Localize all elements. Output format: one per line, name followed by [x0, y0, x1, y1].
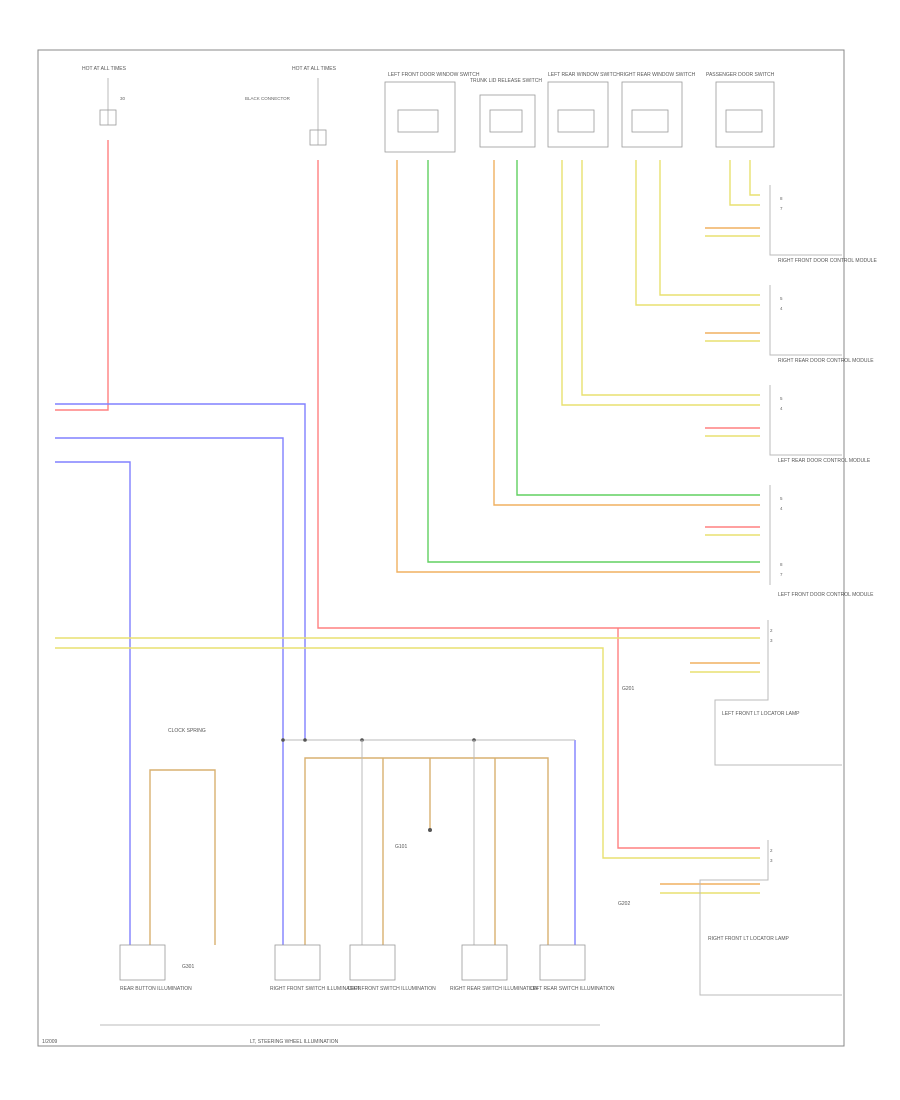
svg-text:8: 8 — [780, 562, 783, 567]
trunk-lid-release-switch: TRUNK LID RELEASE SWITCH — [470, 78, 542, 148]
wire-green-lf — [427, 160, 760, 563]
wire-tan-rear — [149, 769, 216, 945]
fuse-block-right-label: HOT AT ALL TIMES — [292, 66, 337, 72]
right-rear-door-module-label: RIGHT REAR DOOR CONTROL MODULE — [778, 358, 874, 364]
left-rear-switch-label: LEFT REAR WINDOW SWITCH — [548, 72, 620, 78]
left-front-door-switch-label: LEFT FRONT DOOR WINDOW SWITCH — [388, 72, 480, 78]
left-rear-switch-illum-label: LEFT REAR SWITCH ILLUMINATION — [530, 986, 615, 992]
svg-text:3: 3 — [770, 858, 773, 863]
fuse-block-left-label: HOT AT ALL TIMES — [82, 66, 127, 72]
svg-text:8: 8 — [780, 196, 783, 201]
right-front-door-module-label: RIGHT FRONT DOOR CONTROL MODULE — [778, 258, 877, 264]
svg-text:5: 5 — [780, 296, 783, 301]
wire-tan-bus — [304, 757, 549, 945]
wire-yellow-pass-2 — [749, 160, 760, 196]
wire-yellow-rr-1 — [635, 160, 760, 306]
wire-orange-lf — [396, 160, 760, 573]
trunk-lid-release-switch-label: TRUNK LID RELEASE SWITCH — [470, 78, 542, 84]
svg-text:2: 2 — [770, 628, 773, 633]
svg-text:4: 4 — [780, 306, 783, 311]
left-front-door-module-label: LEFT FRONT DOOR CONTROL MODULE — [778, 592, 874, 598]
ground-label-4: G301 — [182, 964, 194, 970]
right-rear-switch-label: RIGHT REAR WINDOW SWITCH — [620, 72, 696, 78]
wire-red-main — [317, 160, 760, 629]
splice-label: CLOCK SPRING — [168, 728, 206, 734]
wire-yellow-lr-2 — [581, 160, 760, 396]
passenger-door-switch-label: PASSENGER DOOR SWITCH — [706, 72, 775, 78]
svg-text:5: 5 — [780, 496, 783, 501]
wire-blue-1 — [55, 403, 306, 740]
svg-text:4: 4 — [780, 406, 783, 411]
svg-text:BLACK CONNECTOR: BLACK CONNECTOR — [245, 96, 291, 101]
left-front-switch-label: LEFT FRONT SWITCH ILLUMINATION — [348, 986, 436, 992]
page-code: 1/2009 — [42, 1039, 58, 1045]
bottom-caption: LT, STEERING WHEEL ILLUMINATION — [250, 1039, 339, 1045]
module-stubs — [660, 227, 760, 894]
left-front-door-switch: LEFT FRONT DOOR WINDOW SWITCH — [384, 72, 480, 153]
wire-blue-2 — [55, 437, 284, 945]
right-front-lighting-label: RIGHT FRONT LT LOCATOR LAMP — [708, 936, 790, 942]
ground-label-2: G201 — [622, 686, 634, 692]
wire-yellow-rr-2 — [659, 160, 760, 296]
svg-text:4: 4 — [780, 506, 783, 511]
svg-text:3: 3 — [770, 638, 773, 643]
bottom-components: REAR BUTTON ILLUMINATION RIGHT FRONT SWI… — [119, 944, 615, 992]
svg-text:30: 30 — [120, 96, 126, 101]
wire-yellow-lr-1 — [561, 160, 760, 406]
wire-yellow-2 — [55, 647, 760, 859]
diagram-frame — [37, 49, 845, 1047]
ground-label-1: G101 — [395, 844, 407, 850]
rear-button-label: REAR BUTTON ILLUMINATION — [120, 986, 192, 992]
svg-text:5: 5 — [780, 396, 783, 401]
fuse-block-left: HOT AT ALL TIMES 30 — [82, 66, 127, 126]
wire-red-left — [55, 140, 109, 411]
svg-text:7: 7 — [780, 206, 783, 211]
left-front-lighting-label: LEFT FRONT LT LOCATOR LAMP — [722, 711, 800, 717]
svg-text:7: 7 — [780, 572, 783, 577]
right-rear-switch: RIGHT REAR WINDOW SWITCH — [620, 72, 696, 148]
passenger-door-switch: PASSENGER DOOR SWITCH — [706, 72, 775, 148]
wire-green-trunk — [516, 160, 760, 496]
left-rear-switch: LEFT REAR WINDOW SWITCH — [547, 72, 620, 148]
module-pins: 8 7 5 4 5 4 5 4 8 7 2 3 2 3 — [770, 196, 783, 863]
right-front-switch-label: RIGHT FRONT SWITCH ILLUMINATION — [270, 986, 362, 992]
ground-dot — [428, 828, 432, 832]
wire-red-branch — [617, 628, 760, 849]
left-rear-door-module-label: LEFT REAR DOOR CONTROL MODULE — [778, 458, 871, 464]
wire-blue-3 — [55, 461, 131, 945]
svg-text:2: 2 — [770, 848, 773, 853]
fuse-block-right: HOT AT ALL TIMES BLACK CONNECTOR — [245, 66, 337, 146]
bus-dots — [281, 738, 476, 742]
ground-label-3: G202 — [618, 901, 630, 907]
wire-yellow-pass-1 — [729, 160, 760, 206]
right-modules: RIGHT FRONT DOOR CONTROL MODULE RIGHT RE… — [699, 185, 877, 996]
wire-orange-trunk — [493, 160, 760, 506]
right-rear-switch-illum-label: RIGHT REAR SWITCH ILLUMINATION — [450, 986, 538, 992]
